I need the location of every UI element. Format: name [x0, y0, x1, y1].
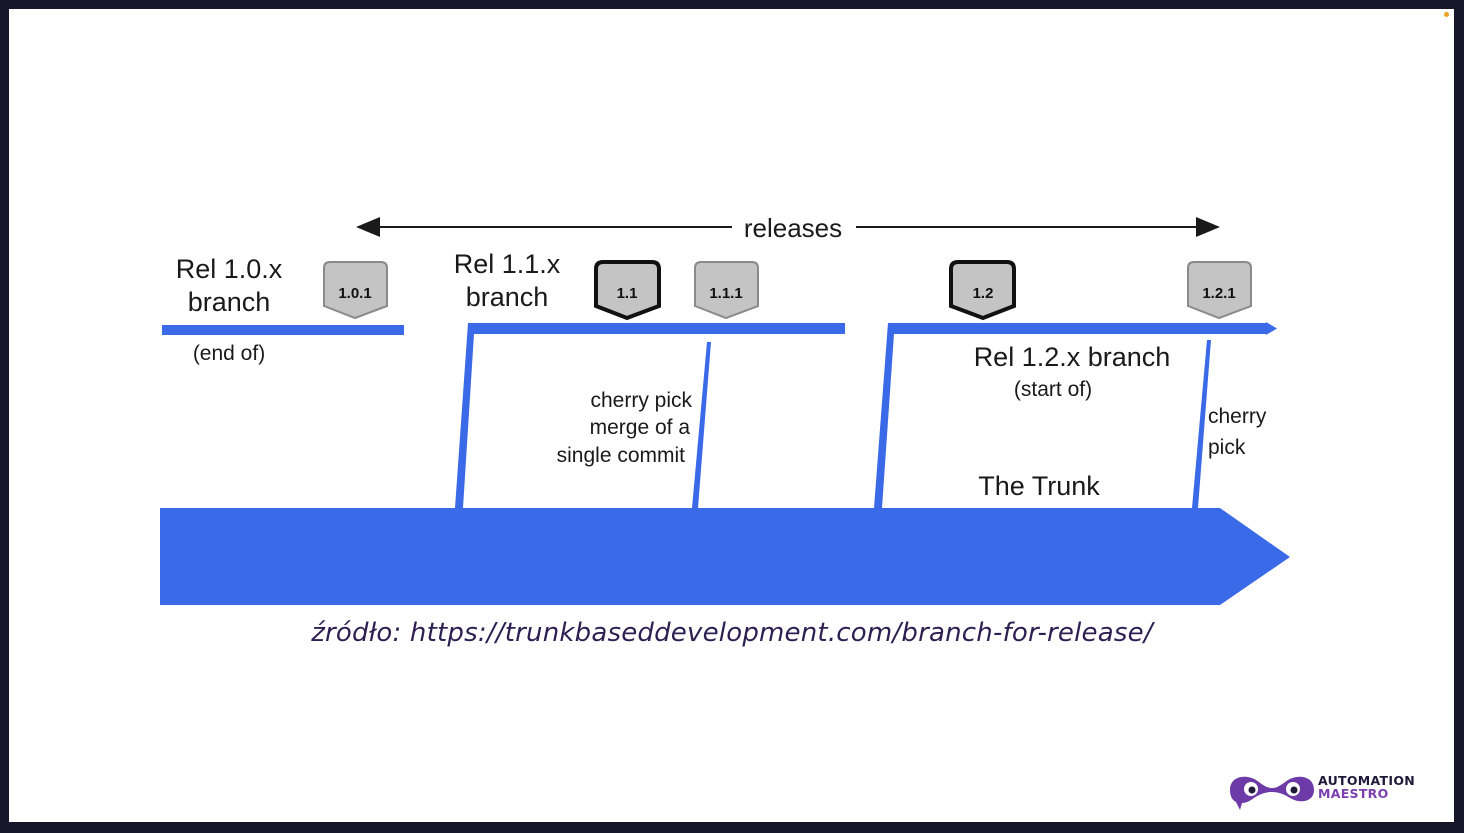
automation-maestro-logo: AUTOMATION MAESTRO: [1226, 770, 1426, 814]
cherry-pick-line2: pick: [1208, 436, 1246, 459]
source-link[interactable]: źródło: https://trunkbaseddevelopment.co…: [311, 618, 1153, 648]
cherry-pick-line: [1192, 340, 1211, 508]
trunk-label: The Trunk: [978, 471, 1100, 501]
branch-1-2-note: (start of): [1014, 378, 1092, 401]
branch-1-1-subtitle: branch: [466, 282, 549, 312]
branch-1-1-title: Rel 1.1.x: [454, 249, 561, 279]
tag-1-1-1-label: 1.1.1: [709, 285, 742, 302]
cherry-pick-line1: cherry: [1208, 405, 1267, 428]
branch-1-0-note: (end of): [193, 342, 265, 365]
tag-1-2: 1.2: [949, 260, 1016, 321]
cherry-pick-merge-line3: single commit: [557, 444, 686, 467]
slide: [9, 9, 1454, 822]
tag-1-2-1: 1.2.1: [1187, 261, 1252, 320]
cherry-pick-merge-line1: cherry pick: [590, 389, 692, 412]
tag-1-0-1: 1.0.1: [323, 261, 388, 320]
cherry-pick-merge-line: [692, 342, 711, 508]
branch-1-2-title: Rel 1.2.x branch: [974, 342, 1171, 372]
branch-1-0-title: Rel 1.0.x: [176, 254, 283, 284]
branch-1-0-subtitle: branch: [188, 287, 271, 317]
releases-label: releases: [744, 213, 842, 243]
logo-wordmark: AUTOMATION MAESTRO: [1318, 774, 1415, 800]
logo-line1: AUTOMATION: [1318, 773, 1416, 788]
tag-1-1: 1.1: [594, 260, 661, 321]
logo-line2: MAESTRO: [1318, 786, 1389, 801]
branch-1-2-arrowhead: [1266, 322, 1277, 335]
mask-icon: [1230, 776, 1314, 810]
tag-1-1-label: 1.1: [617, 285, 638, 302]
tag-1-2-1-label: 1.2.1: [1202, 285, 1235, 302]
status-dot: [1444, 12, 1449, 17]
tag-1-0-1-label: 1.0.1: [338, 285, 371, 302]
tag-1-1-1: 1.1.1: [694, 261, 759, 320]
trunk-arrow: [160, 508, 1290, 605]
tag-1-2-label: 1.2: [973, 285, 994, 302]
cherry-pick-merge-line2: merge of a: [590, 416, 691, 439]
branch-1-0-line: [162, 325, 404, 335]
